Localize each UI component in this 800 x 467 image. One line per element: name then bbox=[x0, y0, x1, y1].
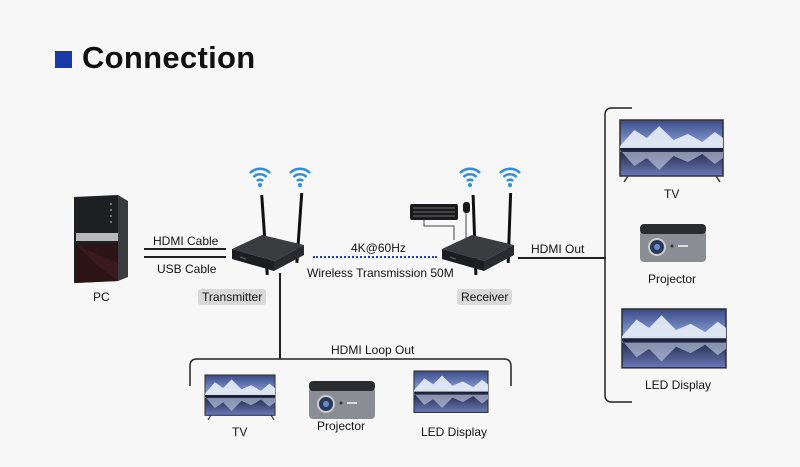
hdmi-out-label: HDMI Out bbox=[531, 242, 585, 256]
hdmi-out-line bbox=[518, 257, 606, 259]
receiver-device-icon bbox=[441, 167, 522, 276]
loop-out-tv-icon bbox=[204, 374, 276, 421]
hdmi-out-tv-icon bbox=[619, 119, 724, 183]
usb-cable-label: USB Cable bbox=[157, 262, 217, 276]
loop-out-tv-label: TV bbox=[232, 425, 248, 439]
wireless-link-line bbox=[313, 256, 437, 258]
hdmi-cable-line bbox=[144, 248, 226, 250]
hdmi-loop-out-label: HDMI Loop Out bbox=[331, 343, 415, 357]
loop-out-bracket bbox=[189, 358, 512, 386]
title-square-icon bbox=[55, 51, 72, 68]
hdmi-out-led-display-label: LED Display bbox=[645, 378, 712, 392]
hdmi-out-bracket bbox=[604, 107, 632, 403]
loop-out-led-display-label: LED Display bbox=[421, 425, 488, 439]
loop-out-projector-icon bbox=[308, 380, 376, 420]
wireless-range-label: Wireless Transmission 50M bbox=[307, 266, 454, 280]
page-title: Connection bbox=[82, 40, 256, 75]
transmitter-label: Transmitter bbox=[198, 289, 267, 305]
hdmi-out-projector-label: Projector bbox=[648, 272, 697, 286]
resolution-label: 4K@60Hz bbox=[351, 241, 406, 255]
usb-cable-line bbox=[144, 256, 226, 258]
hdmi-out-led-display-icon bbox=[621, 308, 727, 369]
wifi-icon bbox=[458, 167, 482, 189]
hdmi-out-tv-label: TV bbox=[664, 187, 680, 201]
loop-out-projector-label: Projector bbox=[317, 419, 366, 433]
keyboard-mouse-icon bbox=[410, 202, 470, 240]
wifi-icon bbox=[288, 167, 312, 189]
loop-out-line bbox=[279, 273, 281, 359]
transmitter-device-icon bbox=[231, 167, 312, 275]
hdmi-cable-label: HDMI Cable bbox=[153, 234, 219, 248]
pc-tower-icon bbox=[74, 195, 128, 283]
wifi-icon bbox=[248, 167, 272, 189]
hdmi-out-projector-icon bbox=[639, 223, 707, 263]
wifi-icon bbox=[498, 167, 522, 189]
pc-label: PC bbox=[93, 290, 110, 304]
loop-out-led-display-icon bbox=[413, 370, 489, 413]
receiver-label: Receiver bbox=[457, 289, 513, 305]
